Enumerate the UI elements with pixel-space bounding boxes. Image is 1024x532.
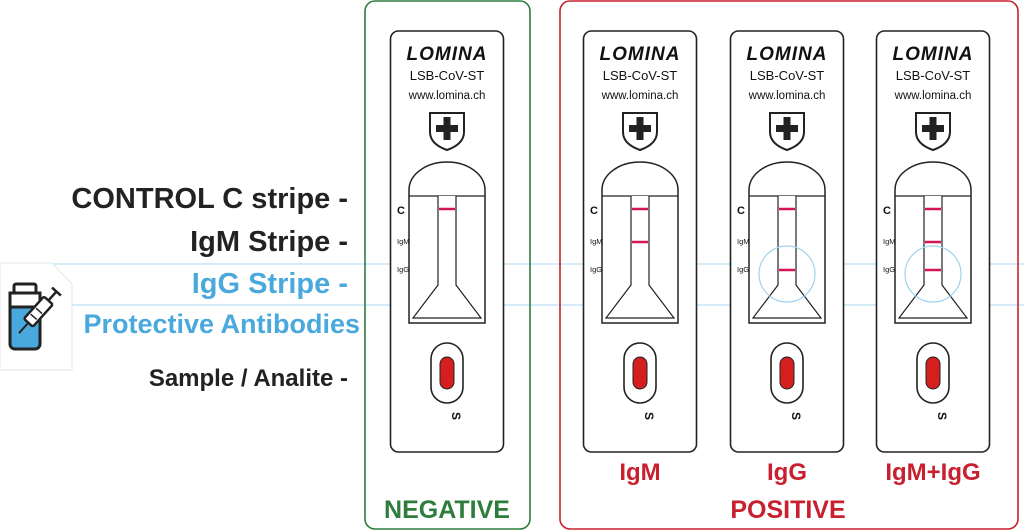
positive-group-frame	[559, 0, 1019, 530]
shield-cross-icon	[915, 112, 951, 152]
test-strip	[897, 196, 969, 319]
cassette-3: LOMINA LSB-CoV-ST www.lomina.chC IgM IgG S IgG	[729, 30, 845, 486]
marker-igm: IgM	[737, 237, 750, 246]
website-label: www.lomina.ch	[748, 90, 826, 102]
negative-title: NEGATIVE	[384, 496, 510, 524]
model-label: LSB-CoV-ST	[603, 68, 677, 83]
igm-stripe-label: IgM Stripe -	[190, 226, 348, 258]
sample-drop	[925, 356, 941, 390]
cross-vertical	[929, 117, 937, 140]
cassette-4: LOMINA LSB-CoV-ST www.lomina.chC IgM IgG S IgM…	[875, 30, 991, 486]
test-strip	[751, 196, 823, 319]
cassette-1: LOMINA LSB-CoV-ST www.lomina.chC IgM IgG S	[389, 30, 505, 453]
cross-vertical	[783, 117, 791, 140]
marker-igg: IgG	[397, 265, 409, 274]
sample-drop	[632, 356, 648, 390]
highlight-circle	[758, 245, 816, 303]
marker-igg: IgG	[883, 265, 895, 274]
brand-logo: LOMINA	[893, 44, 974, 65]
marker-igg: IgG	[737, 265, 749, 274]
highlight-circle	[904, 245, 962, 303]
model-label: LSB-CoV-ST	[896, 68, 970, 83]
cassettes-layer: LOMINALSB-CoV-STwww.lomina.chCIgMIgGSLOM…	[389, 30, 991, 486]
model-label: LSB-CoV-ST	[750, 68, 824, 83]
positive-title: POSITIVE	[730, 496, 845, 524]
sample-mark: S	[935, 412, 949, 420]
marker-c: C	[737, 205, 745, 217]
protective-antibodies-label: Protective Antibodies	[83, 309, 360, 339]
cassette-caption: IgM	[619, 459, 660, 486]
brand-logo: LOMINA	[600, 44, 681, 65]
cassette-2: LOMINA LSB-CoV-ST www.lomina.chC IgM IgG S IgM	[582, 30, 698, 486]
marker-igm: IgM	[397, 237, 410, 246]
website-label: www.lomina.ch	[894, 90, 972, 102]
marker-c: C	[883, 205, 891, 217]
sample-drop	[439, 356, 455, 390]
website-label: www.lomina.ch	[601, 90, 679, 102]
cross-vertical	[443, 117, 451, 140]
cassette-caption: IgG	[767, 459, 807, 486]
igg-stripe-label: IgG Stripe -	[191, 268, 348, 300]
shield-cross-icon	[769, 112, 805, 152]
marker-igm: IgM	[590, 237, 603, 246]
website-label: www.lomina.ch	[408, 90, 486, 102]
marker-c: C	[397, 205, 405, 217]
marker-igg: IgG	[590, 265, 602, 274]
brand-logo: LOMINA	[407, 44, 488, 65]
marker-c: C	[590, 205, 598, 217]
negative-group-frame	[364, 0, 531, 530]
shield-cross-icon	[622, 112, 658, 152]
marker-igm: IgM	[883, 237, 896, 246]
sample-mark: S	[789, 412, 803, 420]
sample-mark: S	[449, 412, 463, 420]
control-stripe-label: CONTROL C stripe -	[71, 183, 348, 215]
test-strip	[411, 196, 483, 319]
sample-drop	[779, 356, 795, 390]
cassette-caption: IgM+IgG	[885, 459, 980, 486]
sample-mark: S	[642, 412, 656, 420]
sample-analite-label: Sample / Analite -	[148, 365, 348, 392]
model-label: LSB-CoV-ST	[410, 68, 484, 83]
brand-logo: LOMINA	[747, 44, 828, 65]
cross-vertical	[636, 117, 644, 140]
shield-cross-icon	[429, 112, 465, 152]
vial-syringe-icon	[0, 262, 73, 371]
test-strip	[604, 196, 676, 319]
